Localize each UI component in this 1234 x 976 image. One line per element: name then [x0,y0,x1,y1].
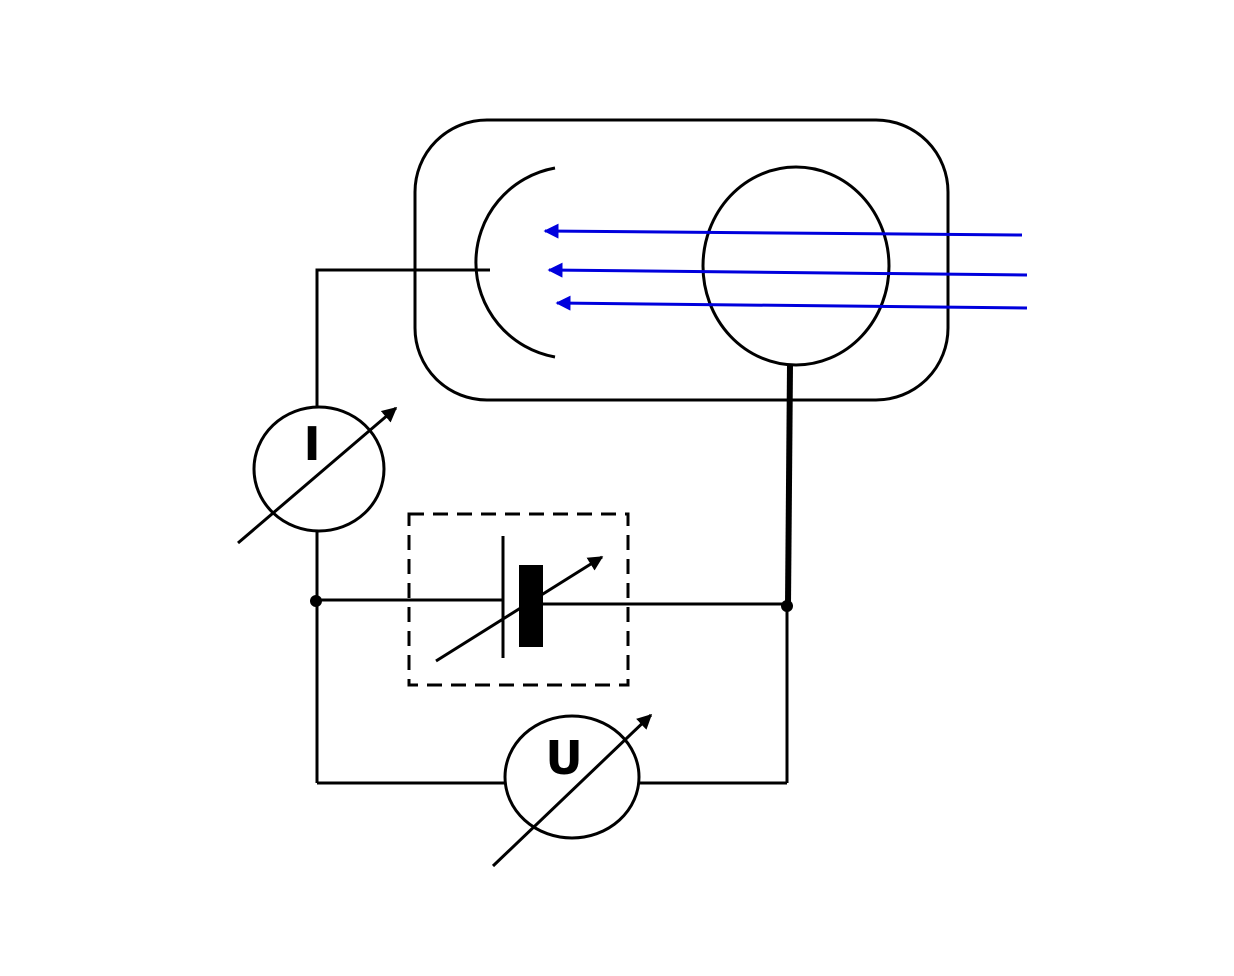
ammeter-variable-arrow [237,406,398,545]
ammeter-circle [252,405,386,533]
light-ray [555,295,1028,311]
wires [315,268,789,785]
power-supply-box [407,512,630,687]
cathode-electrode [701,165,891,367]
power-supply-variable-arrow [435,555,604,663]
junction-dot-left [310,595,322,607]
light-ray [543,223,1023,239]
wire-anode-to-ammeter [315,268,490,408]
ammeter: I [237,405,398,545]
voltmeter-variable-arrow [491,713,653,868]
voltmeter-label: U [545,731,582,785]
light-ray [547,262,1028,278]
junction-dot-right [781,600,793,612]
light-rays [543,223,1028,311]
wire-cathode-lead [785,364,793,606]
voltmeter: U [491,713,653,868]
anode-electrode [474,166,556,359]
ammeter-label: I [303,417,320,471]
vacuum-tube [413,118,950,402]
variable-power-supply [407,512,630,687]
voltmeter-circle [503,714,641,840]
